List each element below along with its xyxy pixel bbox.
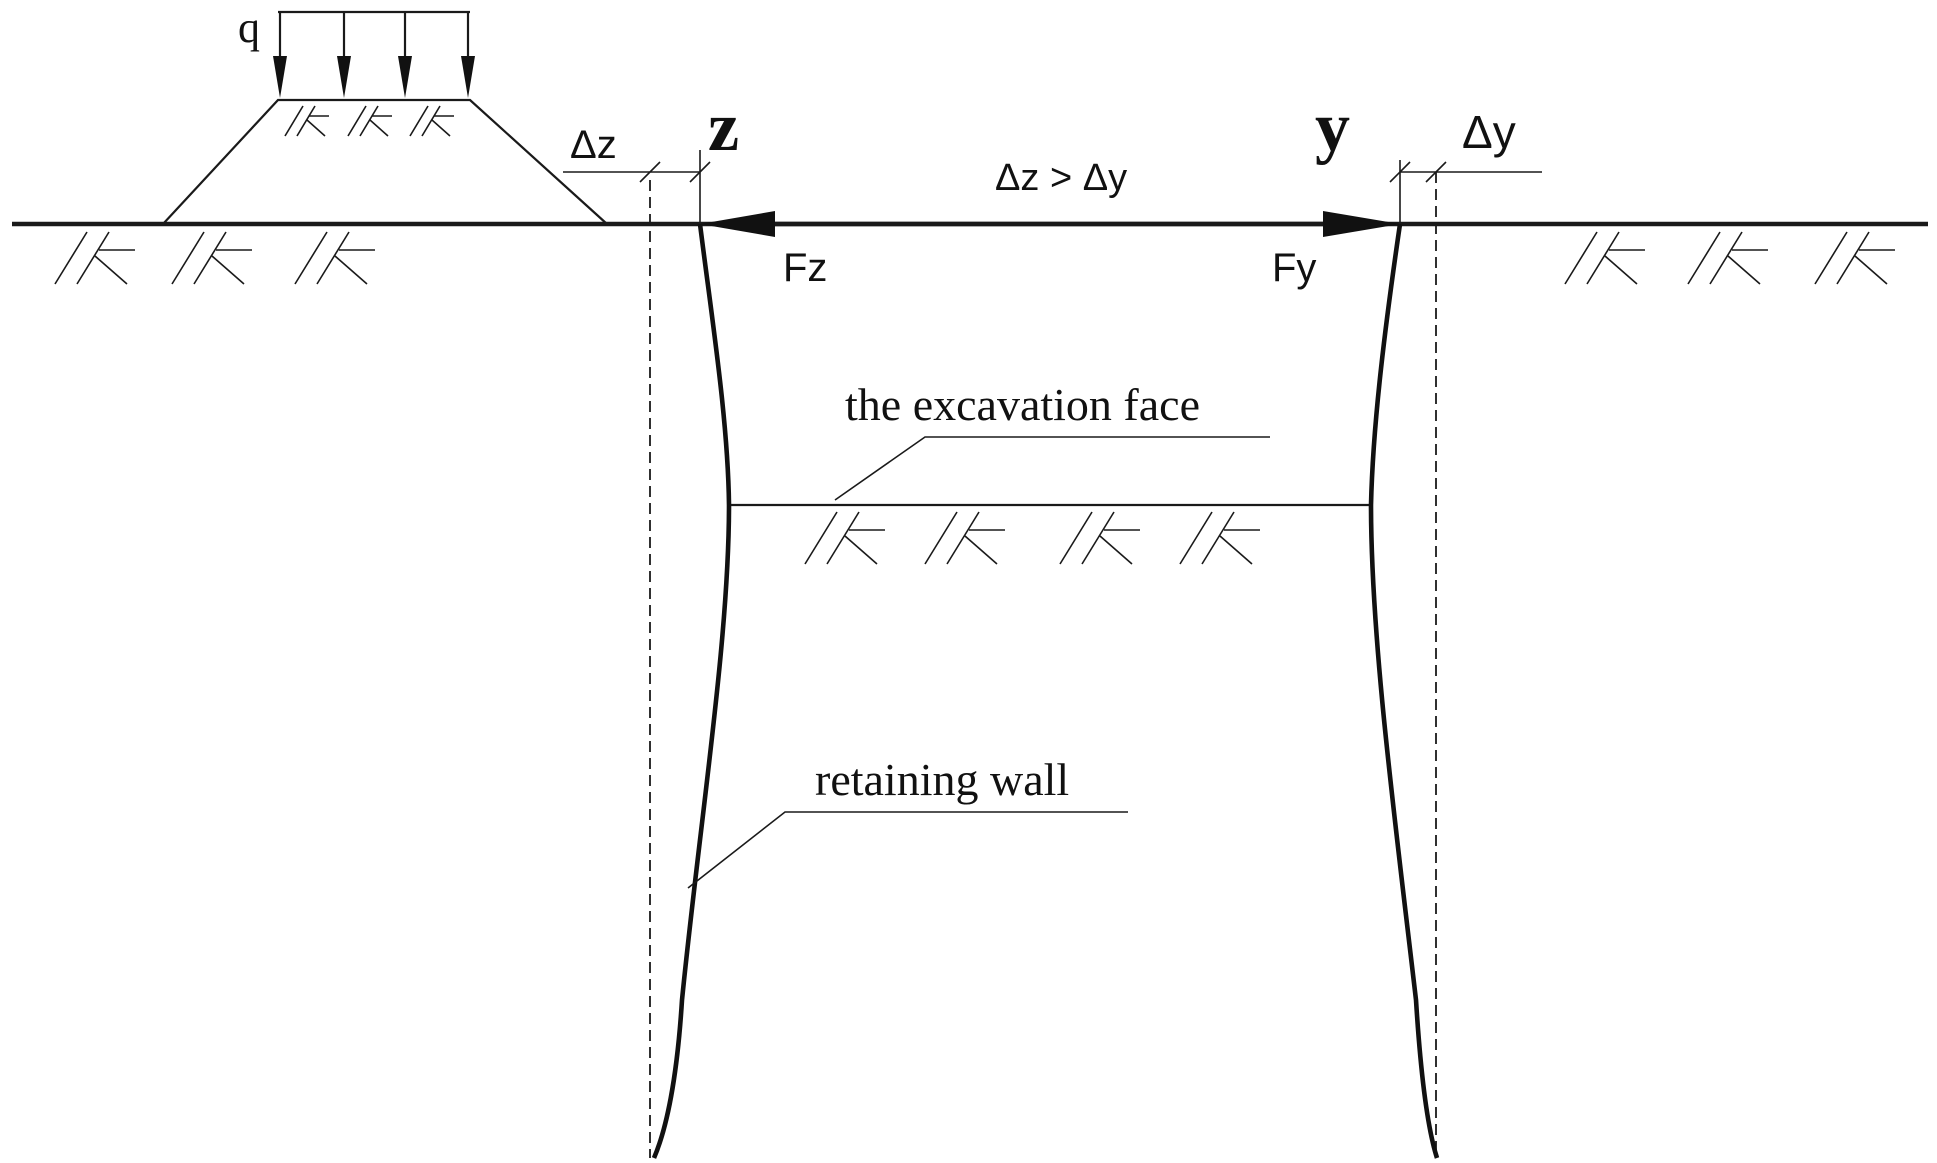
delta-z-label: Δz [570, 123, 617, 167]
excavation-face-label: the excavation face [845, 379, 1200, 430]
force-label-fy: Fy [1272, 246, 1316, 290]
embankment [162, 98, 608, 225]
retaining-wall-leader [687, 811, 1128, 889]
comparison-label: Δz > Δy [995, 157, 1127, 199]
force-arrow-z [700, 211, 775, 237]
retaining-wall-label: retaining wall [815, 754, 1069, 805]
soil-hatch-left [54, 231, 375, 285]
soil-hatch-right [1564, 231, 1895, 285]
point-label-y: y [1315, 89, 1350, 166]
left-retaining-wall [651, 223, 732, 1159]
delta-y-label: Δy [1462, 106, 1516, 158]
point-label-z: z [708, 89, 739, 166]
delta-y-dimension [1389, 160, 1542, 224]
right-retaining-wall [1368, 223, 1440, 1159]
force-label-fz: Fz [783, 246, 827, 290]
surcharge-load [273, 10, 475, 98]
delta-z-dimension [563, 150, 711, 224]
force-arrow-y [1323, 211, 1400, 237]
excavation-face-leader [834, 436, 1270, 501]
excavation-face-hatch [804, 511, 1260, 565]
load-label-q: q [238, 3, 260, 52]
embankment-hatch [284, 105, 454, 137]
